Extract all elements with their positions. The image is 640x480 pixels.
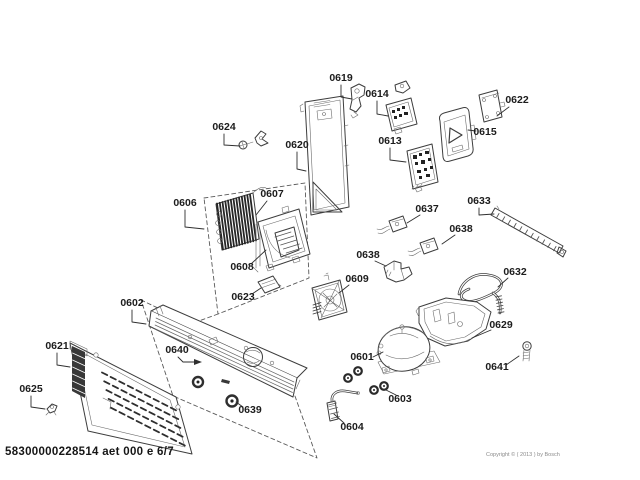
part-0603-grommets-drawing: [343, 366, 389, 395]
part-callout-0629: 0629: [489, 319, 513, 331]
part-callout-0601: 0601: [350, 351, 374, 363]
part-0615-cover-drawing: [439, 107, 477, 162]
callout-leader-lines: [30, 84, 520, 424]
part-callout-0640: 0640: [165, 344, 189, 356]
part-callout-0609: 0609: [345, 273, 369, 285]
part-callout-0632: 0632: [503, 266, 527, 278]
part-callout-0613: 0613: [378, 135, 402, 147]
leader-line: [383, 388, 397, 396]
callout-labels: 0619 0614 0622 0615 0613 0624 0620 0606 0607 0608…: [19, 72, 529, 433]
part-callout-0603: 0603: [388, 393, 412, 405]
part-callout-0641: 0641: [485, 361, 509, 373]
leader-line: [505, 355, 520, 366]
part-callout-0638: 0638: [356, 249, 380, 261]
part-callout-0607: 0607: [260, 188, 284, 200]
leader-line: [223, 133, 241, 147]
part-0604-drier-drawing: [326, 389, 360, 422]
leader-line: [251, 287, 262, 295]
copyright-notice: Copyright © ( 2013 ) by Bosch: [486, 452, 560, 458]
part-0613-pcb-drawing: [406, 143, 439, 193]
part-0639-grommets-drawing: [191, 375, 239, 408]
part-0638-bracket-drawing: [383, 260, 413, 283]
arrowhead: [194, 359, 202, 365]
part-0632-tube-drawing: [457, 273, 505, 315]
leader-line: [374, 260, 387, 267]
part-callout-0602: 0602: [120, 297, 144, 309]
part-callout-0622: 0622: [505, 94, 529, 106]
leader-line: [30, 395, 46, 410]
part-callout-0638: 0638: [449, 223, 473, 235]
leader-line: [184, 209, 205, 230]
leader-line: [255, 200, 268, 216]
leader-line: [56, 352, 71, 368]
leader-line: [467, 129, 477, 132]
leader-line: [406, 214, 421, 224]
part-0620-back-panel-drawing: [299, 95, 350, 216]
part-0619-bracket-drawing: [349, 83, 366, 119]
leader-line: [441, 234, 456, 245]
leader-line: [471, 329, 492, 339]
part-callout-0633: 0633: [467, 195, 491, 207]
leader-line: [235, 401, 244, 408]
part-callout-0608: 0608: [230, 261, 254, 273]
part-callout-0624: 0624: [212, 121, 236, 133]
part-0622-plate-drawing: [478, 89, 506, 123]
part-0629-tray-drawing: [415, 297, 492, 347]
part-0624-screw-drawing: [238, 130, 269, 150]
part-callout-0604: 0604: [340, 421, 364, 433]
leader-line: [376, 100, 389, 117]
leader-line: [296, 151, 307, 172]
part-0641-bolt-drawing: [522, 341, 532, 362]
part-0607-condenser-drawing: [215, 186, 267, 251]
part-callout-0606: 0606: [173, 197, 197, 209]
part-0623-plate-drawing: [257, 275, 282, 294]
part-0621-vent-panel-drawing: [69, 340, 193, 455]
part-callout-0620: 0620: [285, 139, 309, 151]
part-0638-switch-drawing: [407, 237, 439, 256]
part-callout-0614: 0614: [365, 88, 389, 100]
leader-line: [389, 147, 407, 163]
part-0625-clip-drawing: [45, 403, 58, 416]
part-callout-0619: 0619: [329, 72, 353, 84]
part-callout-0615: 0615: [473, 126, 497, 138]
part-0602-base-plate-drawing: [148, 304, 308, 398]
leader-line: [333, 413, 345, 424]
part-0633-rail-drawing: [490, 205, 567, 258]
part-callout-0625: 0625: [19, 383, 43, 395]
leader-line: [478, 207, 495, 216]
part-callout-0623: 0623: [231, 291, 255, 303]
leader-line: [177, 356, 195, 363]
part-callout-0637: 0637: [415, 203, 439, 215]
part-callout-0639: 0639: [238, 404, 262, 416]
part-0609-fan-drawing: [311, 272, 348, 321]
part-callout-0621: 0621: [45, 340, 69, 352]
dashed-region-condenser-unit: [195, 182, 310, 323]
document-code: 58300000228514 aet 000 e 6/7: [5, 446, 174, 458]
leader-line: [340, 84, 353, 100]
leader-line: [372, 351, 384, 358]
part-0608-fan-housing-drawing: [251, 205, 311, 273]
leader-line: [497, 277, 509, 288]
leader-line: [338, 284, 350, 294]
part-0637-switch-drawing: [376, 215, 408, 234]
leader-line: [496, 106, 510, 117]
part-0614-module-drawing: [385, 80, 418, 135]
leader-line: [250, 249, 267, 265]
leader-line: [131, 309, 147, 325]
